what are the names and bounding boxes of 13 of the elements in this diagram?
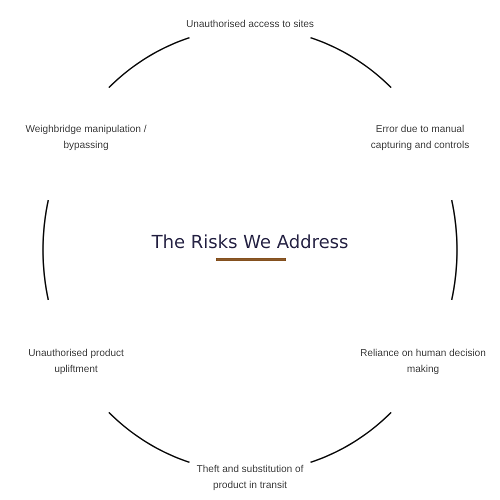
- arc-connector: [450, 200, 458, 300]
- diagram-title: The Risks We Address: [150, 232, 350, 253]
- arc-connector: [42, 200, 50, 300]
- risk-label: Weighbridge manipulation / bypassing: [21, 122, 151, 154]
- risk-label: Unauthorised product upliftment: [11, 346, 141, 378]
- arc-connector: [310, 412, 392, 464]
- arc-connector: [108, 36, 190, 88]
- arc-connector: [310, 36, 392, 88]
- risk-label: Theft and substitution of product in transit: [185, 462, 315, 494]
- risk-label: Reliance on human decision making: [358, 346, 488, 378]
- arc-connector: [108, 412, 190, 464]
- risk-label: Error due to manual capturing and controls: [355, 122, 485, 154]
- risk-label: Unauthorised access to sites: [185, 17, 315, 33]
